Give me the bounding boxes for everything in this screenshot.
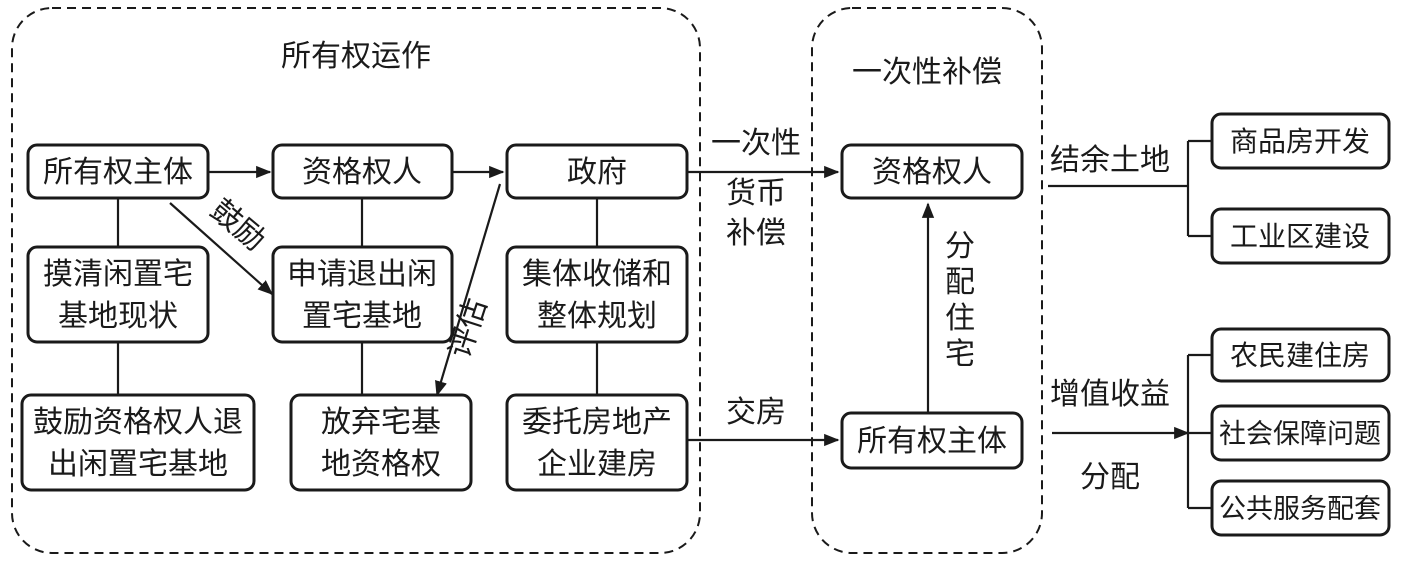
social-security-box: [1210, 404, 1391, 462]
allocate-label-char2: 配: [945, 265, 975, 300]
value-added-label: 增值收益: [1050, 377, 1170, 412]
allocate-label-char4: 宅: [945, 337, 975, 372]
arrow-gov-to-abandon: [435, 183, 502, 397]
farmer-housing-label: 农民建住房: [1230, 339, 1370, 372]
one-time-label-line3: 补偿: [726, 216, 786, 251]
encourage-exit-label-line1: 鼓励资格权人退: [33, 405, 243, 440]
farmer-housing-box: [1210, 327, 1391, 383]
arrow-owner-to-apply: [169, 202, 274, 296]
collective-label-line1: 集体收储和: [522, 257, 672, 292]
collective-box: [505, 245, 689, 344]
comp-qualified-person-label: 资格权人: [872, 155, 992, 190]
surplus-land-label: 结余土地: [1050, 143, 1170, 178]
comp-owner-subject-label: 所有权主体: [857, 424, 1007, 459]
survey-label-line2: 基地现状: [58, 299, 178, 334]
ownership-region-title: 所有权运作: [281, 39, 431, 74]
apply-label-line2: 置宅基地: [302, 299, 422, 334]
abandon-box: [289, 393, 473, 492]
public-services-label: 公共服务配套: [1219, 494, 1381, 525]
comp-owner-subject-box: [840, 411, 1024, 470]
allocate-label-char3: 住: [945, 301, 975, 336]
commercial-housing-label: 商品房开发: [1230, 125, 1370, 158]
comp-qualified-person-box: [840, 143, 1024, 200]
one-time-label-line2: 货币: [726, 176, 786, 211]
owner-subject-box: [26, 143, 210, 200]
social-security-label: 社会保障问题: [1219, 419, 1381, 450]
government-label: 政府: [567, 155, 627, 190]
collective-label-line2: 整体规划: [537, 299, 657, 334]
ownership-region: [11, 7, 701, 554]
entrust-box: [505, 393, 689, 492]
abandon-label-line1: 放弃宅基: [321, 405, 441, 440]
survey-box: [26, 245, 210, 344]
abandon-label-line2: 地资格权: [321, 447, 441, 482]
owner-subject-label: 所有权主体: [43, 155, 193, 190]
industrial-zone-label: 工业区建设: [1230, 220, 1370, 253]
qualified-person-label: 资格权人: [302, 155, 422, 190]
commercial-housing-box: [1210, 112, 1391, 170]
apply-label-line1: 申请退出闲: [287, 257, 437, 292]
qualified-person-box: [271, 143, 454, 200]
encourage-edge-label: 鼓励: [203, 193, 271, 258]
survey-label-line1: 摸清闲置宅: [43, 257, 193, 292]
government-box: [505, 143, 689, 200]
compensation-region: [811, 7, 1043, 554]
hand-over-label: 交房: [726, 395, 786, 430]
compensation-region-title: 一次性补偿: [852, 55, 1002, 90]
distribute-label: 分配: [1080, 460, 1140, 495]
apply-box: [271, 245, 454, 344]
industrial-zone-box: [1210, 207, 1391, 265]
allocate-label-char1: 分: [945, 229, 975, 264]
encourage-exit-box: [20, 393, 256, 492]
encourage-exit-label-line2: 出闲置宅基地: [48, 447, 228, 482]
entrust-label-line1: 委托房地产: [522, 405, 672, 440]
entrust-label-line2: 企业建房: [537, 447, 657, 482]
one-time-label-line1: 一次性: [711, 126, 801, 161]
public-services-box: [1210, 479, 1391, 537]
